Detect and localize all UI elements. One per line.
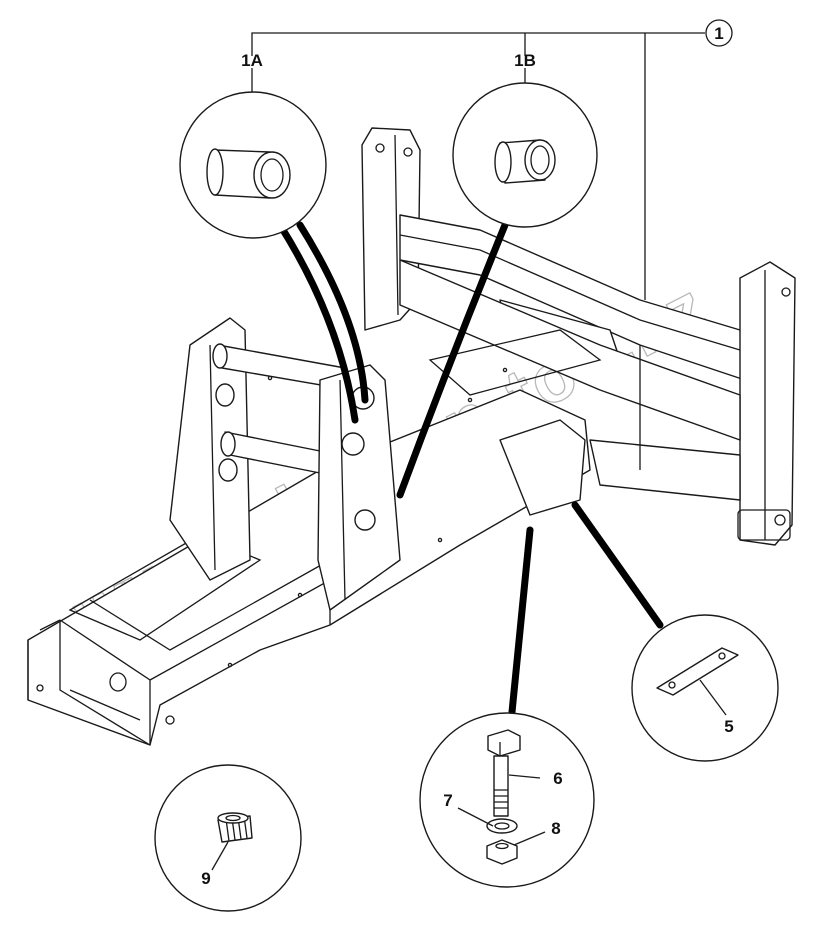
callout-label-1: 1: [714, 24, 723, 43]
part-label-6: 6: [553, 769, 562, 788]
part-label-7: 7: [443, 791, 452, 810]
detail-5-plate: [571, 501, 779, 762]
part-label-8: 8: [551, 819, 560, 838]
callout-label-1A: 1A: [241, 51, 263, 70]
detail-1B-bushing: [396, 82, 598, 499]
part-label-5: 5: [724, 717, 733, 736]
part-label-9: 9: [201, 869, 210, 888]
detail-1A-bushing: [179, 91, 369, 424]
callout-label-1B: 1B: [514, 51, 536, 70]
callout-circle-1: [705, 19, 733, 47]
detail-bolt-assembly: [419, 526, 595, 888]
detail-9-plug: [154, 764, 302, 912]
loader-frame: [27, 127, 796, 746]
